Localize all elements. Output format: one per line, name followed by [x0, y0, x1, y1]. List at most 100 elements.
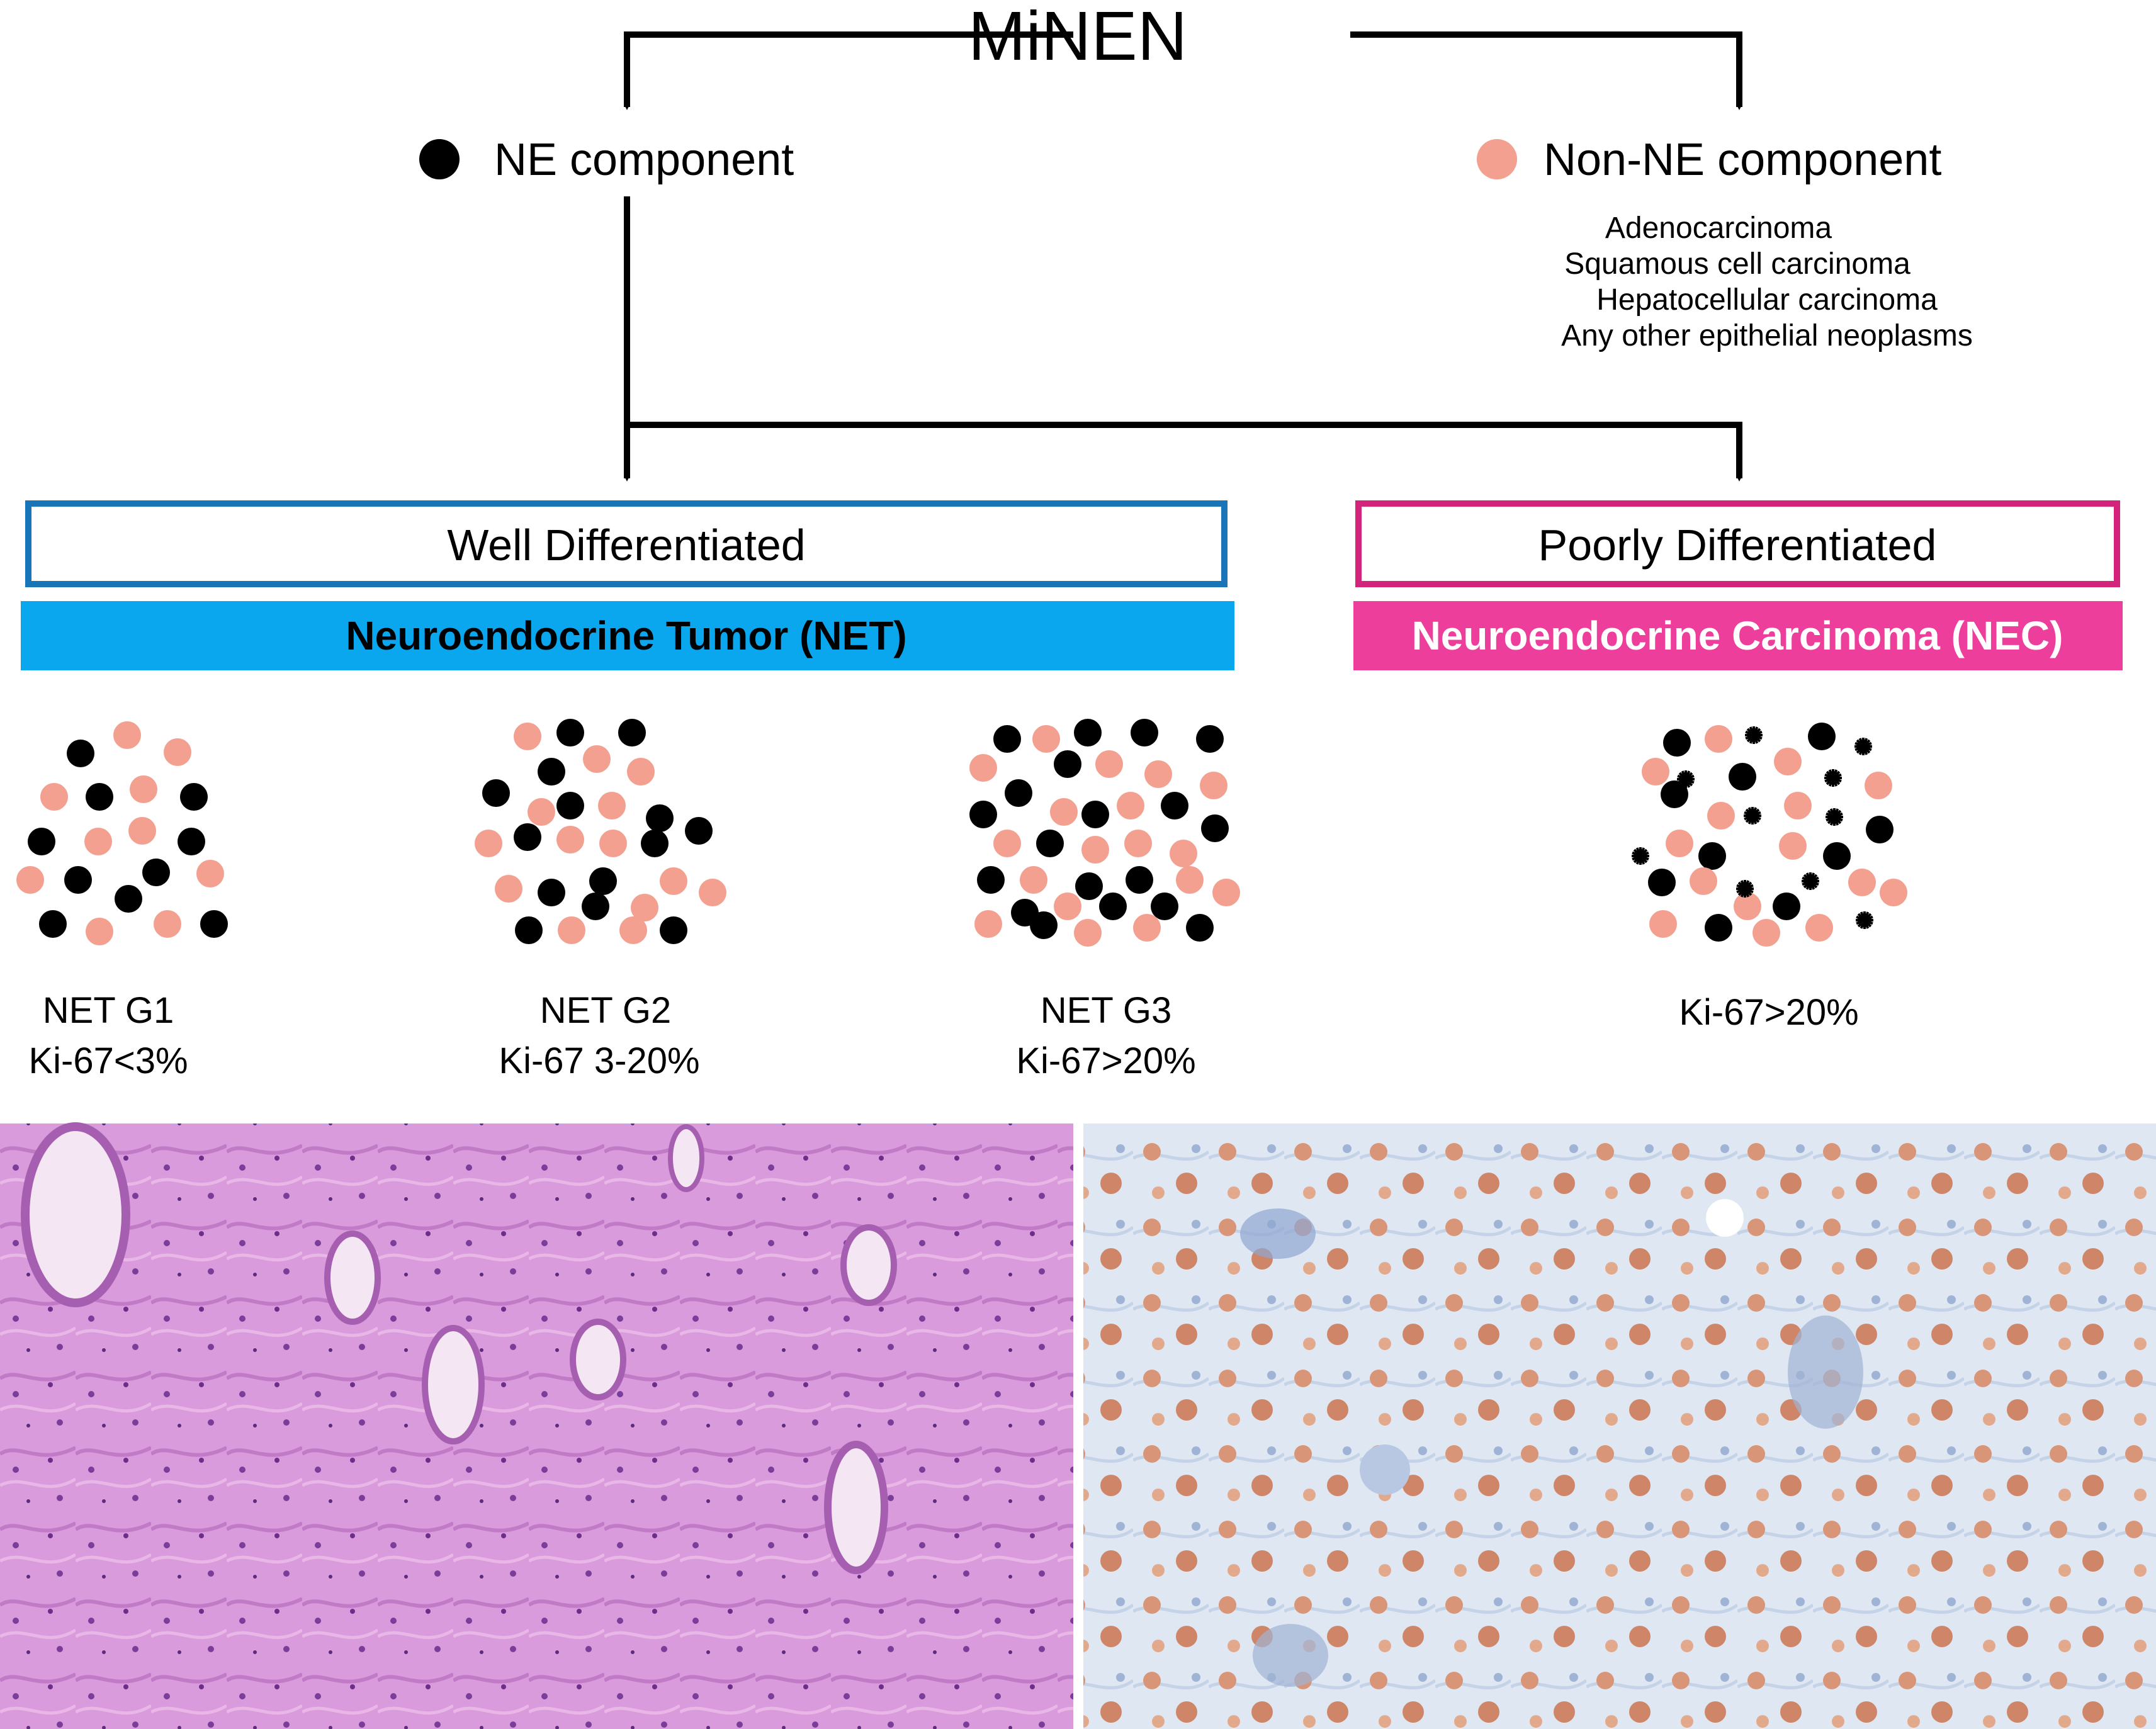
ne-cell-dot	[1075, 872, 1103, 900]
ne-component-label: NE component	[494, 135, 794, 185]
non-ne-cell-dot	[1805, 914, 1833, 942]
non-ne-cell-dot	[1774, 748, 1802, 775]
ne-cell-dot	[582, 893, 609, 920]
non-ne-cell-dot	[1054, 893, 1081, 920]
non-ne-cell-dot	[164, 738, 191, 766]
mitotic-figure-icon	[1744, 807, 1761, 825]
non-ne-cell-dot	[40, 783, 68, 811]
non-ne-cell-dot	[631, 894, 658, 921]
non-ne-cell-dot	[475, 830, 502, 857]
ne-cell-dot	[1823, 842, 1851, 870]
non-ne-cell-dot	[558, 916, 585, 944]
ne-cell-dot	[1663, 729, 1691, 757]
ne-cell-dot	[1074, 719, 1102, 746]
non-ne-cell-dot	[969, 754, 997, 782]
ne-cell-dot	[142, 859, 170, 886]
non-ne-cell-dot	[1848, 869, 1876, 896]
non-ne-cell-dot	[1144, 760, 1172, 788]
well-differentiated-label: Well Differentiated	[447, 521, 805, 570]
non-ne-cell-dot	[993, 830, 1021, 857]
non-ne-cell-dot	[1705, 725, 1732, 753]
mitotic-figure-icon	[1802, 872, 1819, 890]
ne-cell-dot	[482, 779, 510, 807]
nec-band	[1353, 601, 2123, 670]
grade-name-g3: NET G3	[1041, 990, 1171, 1031]
mitotic-figure-icon	[1824, 769, 1842, 787]
non-ne-example: Squamous cell carcinoma	[1564, 247, 1910, 281]
grade-ki67-nec: Ki-67>20%	[1679, 992, 1858, 1033]
connector-lines	[624, 31, 1742, 482]
panel-divider	[1073, 1124, 1083, 1729]
non-ne-cell-dot	[1752, 919, 1780, 947]
non-ne-cell-dot	[84, 828, 112, 855]
ne-cell-dot	[1081, 801, 1109, 828]
ne-cell-dot	[1036, 830, 1064, 857]
ne-cell-dot	[180, 783, 208, 811]
ne-cell-dot	[1729, 763, 1756, 791]
non-ne-cell-dot	[1779, 832, 1807, 860]
ne-cell-dot	[646, 804, 674, 832]
ne-cell-dot	[1161, 792, 1188, 819]
net-g3-cell-cluster	[969, 719, 1240, 947]
ne-cell-dot	[969, 801, 997, 828]
non-ne-cell-dot	[1020, 866, 1047, 894]
ne-cell-dot	[1186, 914, 1214, 942]
ne-cell-dot	[1196, 725, 1224, 753]
ne-cell-dot	[641, 830, 669, 857]
non-ne-cell-dot	[1734, 893, 1761, 920]
non-ne-cell-dot	[1784, 792, 1812, 819]
grade-name-g1: NET G1	[43, 990, 174, 1031]
ne-cell-dot	[1808, 723, 1836, 750]
ne-cell-dot	[115, 885, 142, 913]
non-ne-cell-dot	[1074, 919, 1102, 947]
non-ne-cell-dot	[627, 758, 655, 786]
ne-cell-dot	[1705, 914, 1732, 942]
non-ne-cell-dot	[1707, 802, 1735, 830]
ne-cell-dot	[589, 867, 617, 895]
grade-ki67-g2: Ki-67 3-20%	[499, 1040, 699, 1081]
non-ne-cell-dot	[1133, 914, 1161, 942]
non-ne-cell-dot	[660, 867, 687, 895]
non-ne-example: Any other epithelial neoplasms	[1561, 319, 1973, 352]
mitotic-figure-icon	[1854, 738, 1872, 755]
non-ne-cell-dot	[619, 916, 647, 944]
non-ne-cell-dot	[1032, 725, 1060, 753]
non-ne-cell-dot	[598, 792, 626, 819]
ne-cell-dot	[1005, 779, 1032, 807]
non-ne-example: Hepatocellular carcinoma	[1596, 283, 1938, 317]
ne-cell-dot	[1648, 869, 1676, 896]
non-ne-cell-dot	[86, 918, 113, 945]
ne-cell-dot	[515, 916, 543, 944]
non-ne-cell-dot	[113, 721, 141, 749]
well-differentiated-box	[25, 500, 1228, 587]
he-micrograph	[0, 1122, 1073, 1729]
non-ne-cell-dot	[1095, 750, 1123, 778]
ne-cell-dot	[28, 828, 55, 855]
non-ne-cell-dot	[1212, 879, 1240, 906]
net-g2-cell-cluster	[475, 719, 726, 944]
non-ne-cell-dot	[1117, 792, 1144, 819]
non-ne-cell-dot	[1200, 772, 1228, 799]
ne-cell-dot	[1054, 750, 1081, 778]
non-ne-example: Adenocarcinoma	[1605, 211, 1832, 245]
non-ne-cell-dot	[495, 875, 522, 903]
non-ne-cell-dot	[130, 775, 157, 803]
net-band	[21, 601, 1234, 670]
mitotic-figure-icon	[1677, 770, 1695, 788]
non-ne-cell-dot	[1176, 866, 1204, 894]
ne-cell-dot	[86, 783, 113, 811]
mitotic-figure-icon	[1856, 911, 1873, 929]
ne-cell-dot	[977, 866, 1005, 894]
non-ne-cell-dot	[599, 830, 627, 857]
non-ne-cell-dot	[528, 798, 555, 826]
ne-cell-dot	[39, 910, 67, 938]
non-ne-cell-dot	[556, 826, 584, 853]
ne-cell-dot	[1126, 866, 1153, 894]
arrow-to-non-ne-component	[1350, 31, 1742, 110]
ne-cell-dot	[514, 823, 541, 851]
ne-cell-dot	[1773, 893, 1800, 920]
grade-ki67-g3: Ki-67>20%	[1016, 1040, 1195, 1081]
ne-cell-dot	[685, 817, 713, 845]
poorly-differentiated-label: Poorly Differentiated	[1538, 521, 1937, 570]
poorly-differentiated-box	[1355, 500, 2120, 587]
